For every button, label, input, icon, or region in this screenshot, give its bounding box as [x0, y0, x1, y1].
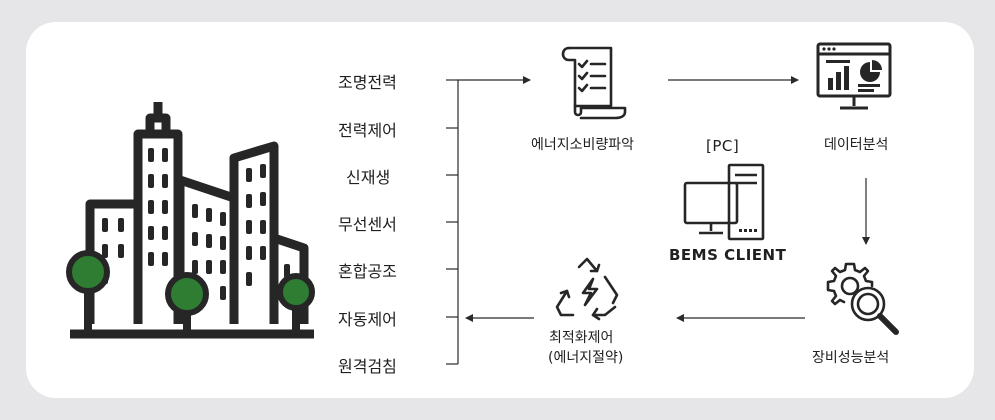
source-label-renewable: 신재생: [346, 168, 391, 187]
source-label-power-control: 전력제어: [338, 121, 397, 140]
recycle-energy-icon: [555, 257, 619, 321]
step-label-optimization: 최적화제어: [549, 330, 614, 346]
source-label-remote-metering: 원격검침: [338, 357, 397, 376]
step-label-optimization-sub: (에너지절약): [548, 350, 624, 366]
analytics-monitor-icon: [816, 42, 892, 110]
desktop-computer-icon: [683, 163, 765, 241]
bems-client-label: BEMS CLIENT: [669, 246, 787, 264]
step-label-energy-usage: 에너지소비량파악: [531, 137, 635, 153]
gear-magnifier-icon: [826, 262, 899, 335]
source-label-auto-control: 자동제어: [338, 310, 397, 329]
source-label-lighting-power: 조명전력: [338, 73, 397, 92]
source-label-wireless-sensor: 무선센서: [338, 215, 397, 234]
pc-label: [PC]: [706, 137, 740, 155]
step-label-data-analysis: 데이터분석: [824, 137, 889, 153]
source-label-hybrid-hvac: 혼합공조: [338, 262, 397, 281]
checklist-document-icon: [561, 46, 627, 120]
step-label-equipment-analysis: 장비성능분석: [812, 350, 890, 366]
building-icon: [66, 102, 315, 339]
